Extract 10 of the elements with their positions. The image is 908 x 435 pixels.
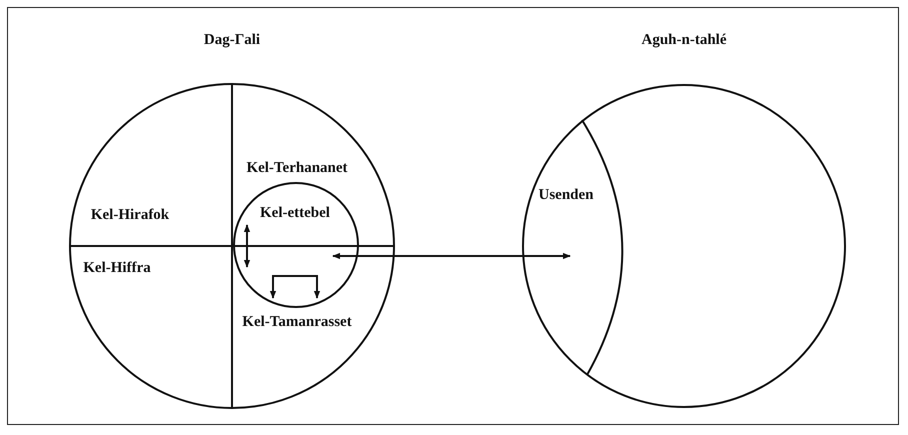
region-label: Kel-Terhananet bbox=[246, 159, 348, 177]
region-label: Kel-Tamanrasset bbox=[242, 313, 352, 331]
double-arrow bbox=[332, 252, 571, 260]
region-title: Aguh-n-tahlé bbox=[642, 31, 726, 49]
double-arrow bbox=[270, 275, 320, 299]
region-label: Usenden bbox=[538, 186, 594, 204]
region-title: Dag-Γali bbox=[204, 31, 260, 49]
region-label: Kel-Hiffra bbox=[83, 259, 151, 277]
region-label: Kel-Hirafok bbox=[90, 206, 170, 224]
region-label: Kel-ettebel bbox=[260, 204, 330, 222]
